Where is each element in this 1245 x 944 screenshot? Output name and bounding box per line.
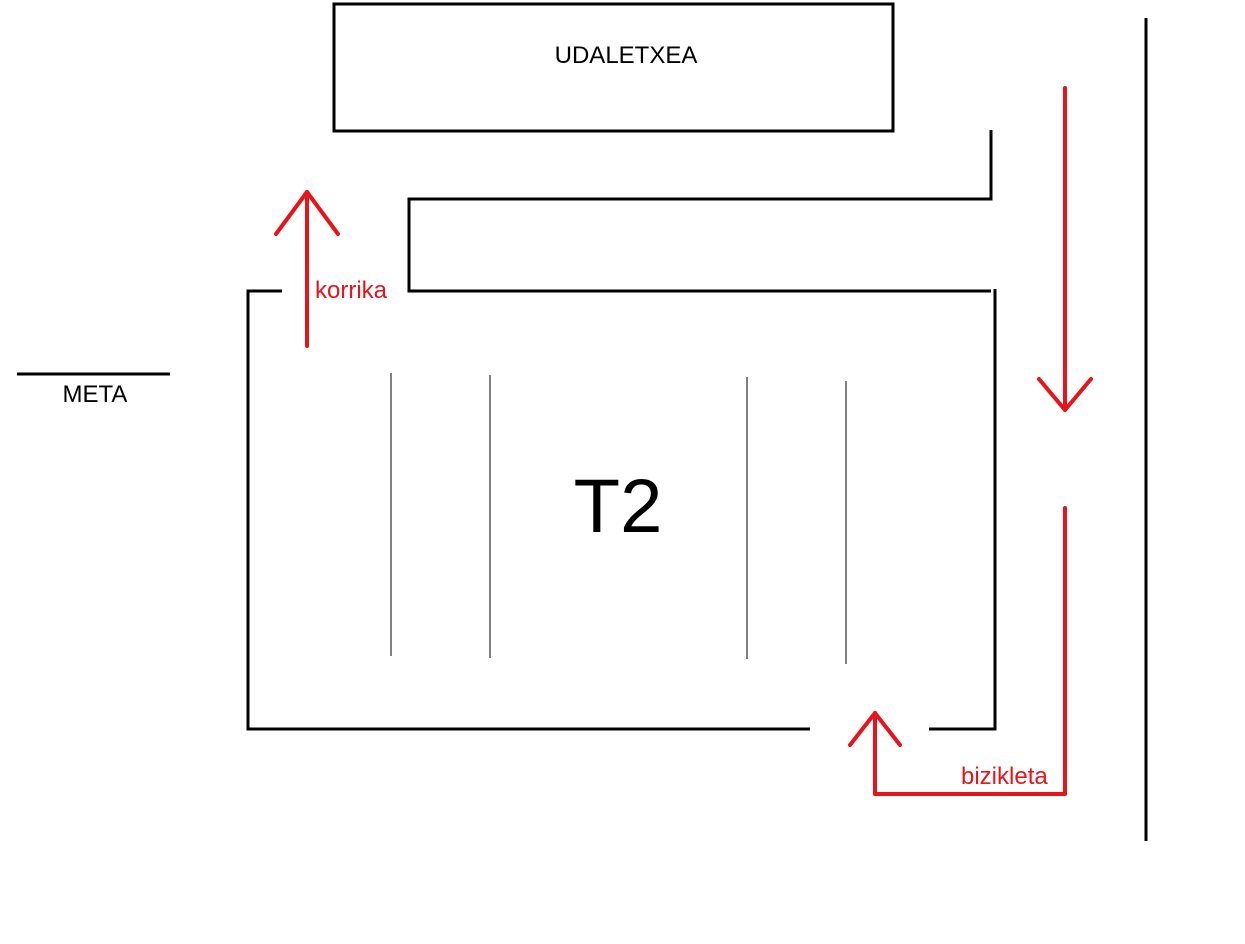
transition-zone-outline-right: [929, 289, 997, 731]
bike-label: bizikleta: [961, 763, 1048, 790]
run-label: korrika: [315, 277, 388, 304]
transition-zone-label: T2: [574, 464, 663, 549]
side-building: [407, 130, 993, 293]
bike-route-in: bizikleta: [848, 506, 1067, 796]
town-hall-outline: [332, 2, 895, 133]
town-hall-label: UDALETXEA: [555, 42, 698, 69]
arrow-up-icon: [848, 711, 902, 747]
finish-label: META: [63, 381, 128, 408]
run-route: korrika: [274, 190, 388, 348]
transition-zone: T2: [246, 289, 997, 731]
arrow-down-icon: [1037, 377, 1093, 412]
bike-route-down: [1037, 86, 1093, 412]
side-building-outline: [407, 130, 993, 293]
transition-zone-outline-left: [246, 289, 810, 731]
bike-route-in-path: [873, 506, 1067, 796]
finish-line: META: [17, 372, 170, 408]
town-hall-building: UDALETXEA: [332, 2, 895, 133]
arrow-up-icon: [274, 190, 340, 236]
